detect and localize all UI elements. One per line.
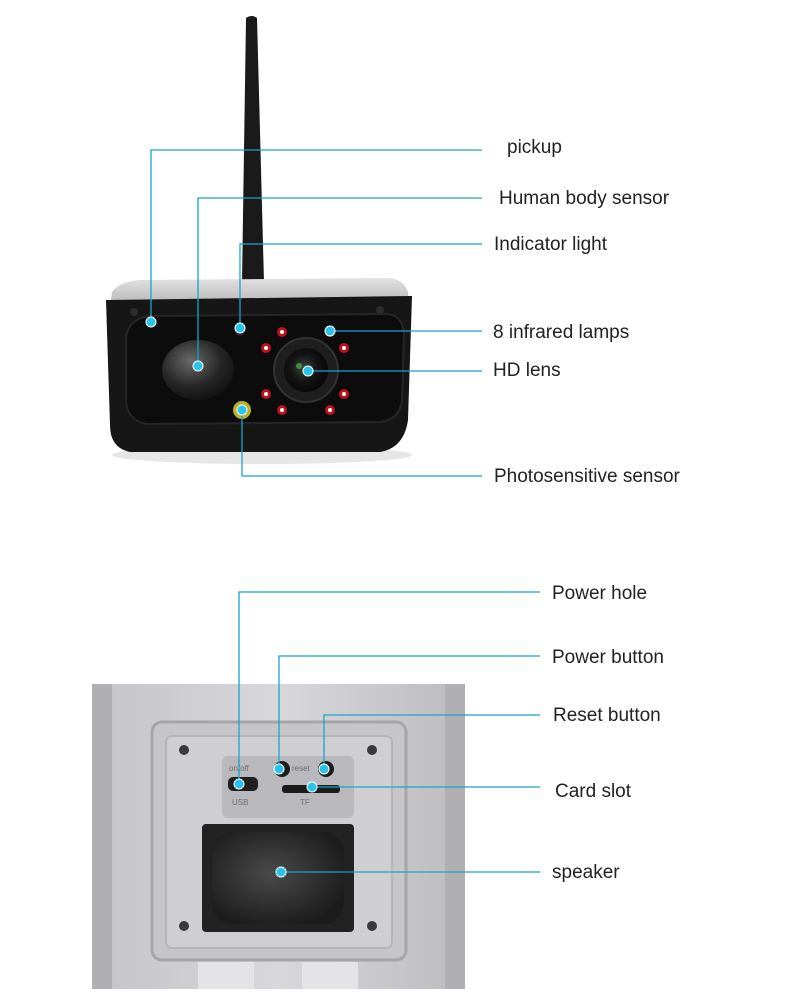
callout-speaker-dot	[275, 866, 287, 878]
usb-port-text: USB	[232, 798, 248, 807]
callout-infrared-lamps-dot	[324, 325, 336, 337]
callout-indicator-light-line	[239, 243, 482, 328]
callout-power-button-dot	[273, 763, 285, 775]
housing-edge-right	[445, 684, 465, 989]
callout-photosensitive-sensor-dot	[236, 404, 248, 416]
callout-photosensitive-sensor-line	[241, 410, 482, 477]
screw	[376, 306, 384, 314]
infrared-lamp-highlight	[328, 408, 332, 412]
housing-cutout	[198, 962, 254, 989]
label-reset-button: Reset button	[553, 705, 661, 726]
camera-front-view	[106, 16, 412, 464]
label-photosensitive-sensor: Photosensitive sensor	[494, 466, 680, 487]
callout-power-hole-line	[238, 591, 540, 784]
label-hd-lens: HD lens	[493, 360, 561, 381]
screw	[130, 308, 138, 316]
infrared-lamp-highlight	[264, 392, 268, 396]
label-pickup: pickup	[507, 137, 562, 158]
infrared-lamp-highlight	[342, 346, 346, 350]
antenna	[242, 16, 264, 282]
tf-port-text: TF	[300, 798, 310, 807]
callout-lines	[145, 149, 540, 878]
callout-pickup-dot	[145, 316, 157, 328]
screw	[179, 921, 189, 931]
infrared-lamp-highlight	[280, 330, 284, 334]
callout-power-hole-dot	[233, 778, 245, 790]
callout-power-button-line	[278, 655, 540, 769]
label-card-slot: Card slot	[555, 781, 632, 802]
callout-indicator-light-dot	[234, 322, 246, 334]
callout-pickup-line	[150, 149, 482, 322]
label-indicator-light: Indicator light	[494, 234, 608, 255]
housing-edge-left	[92, 684, 112, 989]
callout-reset-button-dot	[318, 763, 330, 775]
callout-card-slot-dot	[306, 781, 318, 793]
infrared-lamp-highlight	[342, 392, 346, 396]
label-human-body-sensor: Human body sensor	[499, 188, 670, 209]
label-power-button: Power button	[552, 647, 664, 668]
label-power-hole: Power hole	[552, 583, 648, 604]
screw	[179, 745, 189, 755]
callout-reset-button-line	[323, 714, 540, 769]
label-infrared-lamps: 8 infrared lamps	[493, 322, 630, 343]
screw	[367, 921, 377, 931]
speaker-cone	[212, 832, 344, 924]
callout-human-body-sensor-dot	[192, 360, 204, 372]
label-speaker: speaker	[552, 862, 620, 883]
infrared-lamp-highlight	[264, 346, 268, 350]
callout-hd-lens-dot	[302, 365, 314, 377]
reset-port-text: reset	[292, 764, 311, 773]
infrared-lamp-highlight	[280, 408, 284, 412]
screw	[367, 745, 377, 755]
housing-cutout	[302, 962, 358, 989]
lens-glint	[296, 363, 302, 369]
callout-human-body-sensor-line	[197, 197, 482, 366]
